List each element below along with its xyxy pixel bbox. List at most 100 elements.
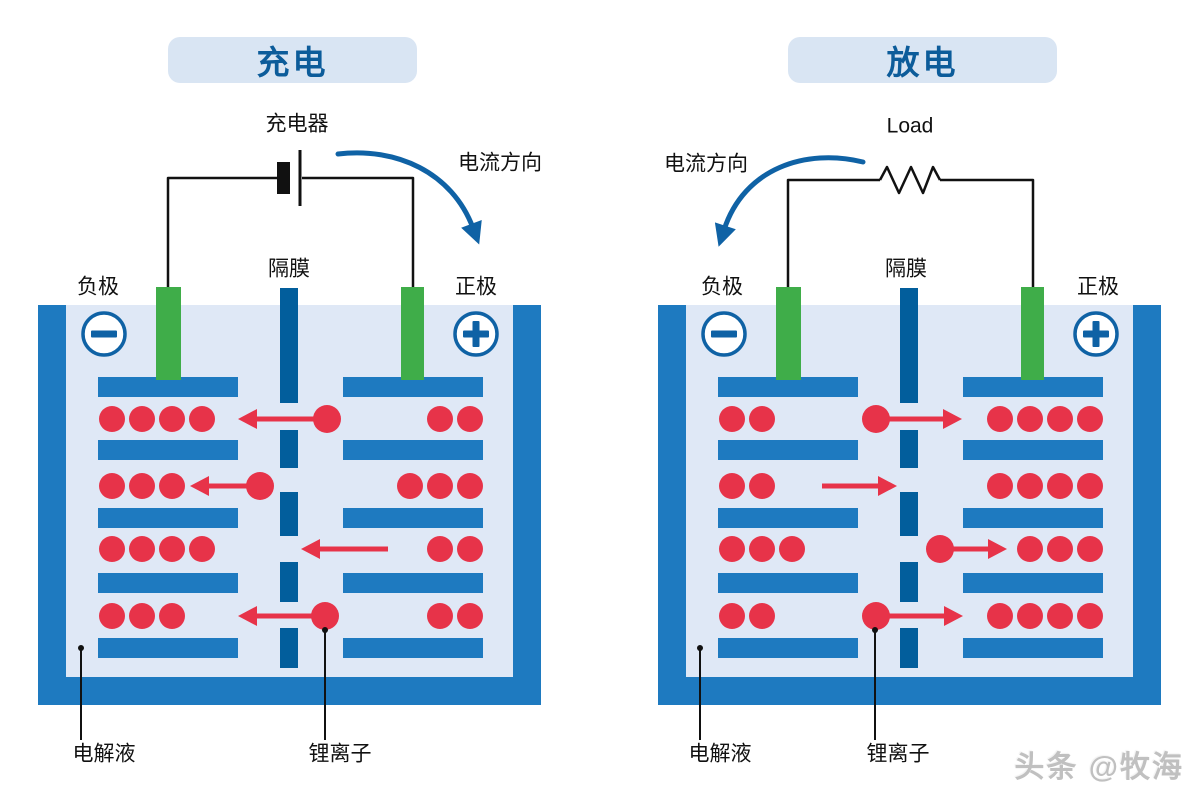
container-wall-left (658, 305, 686, 705)
positive-electrode-bar (963, 440, 1103, 460)
container-wall-bottom (658, 677, 1161, 705)
lithium-ion-label-charge: 锂离子 (308, 742, 372, 766)
lithium-ion (427, 603, 453, 629)
leader-dot (872, 627, 878, 633)
positive-terminal (1021, 287, 1044, 380)
positive-electrode-bar (963, 638, 1103, 658)
ion-arrow-head (301, 539, 320, 559)
negative-electrode-bar (98, 573, 238, 593)
lithium-ion (189, 406, 215, 432)
positive-electrode-label-charge: 正极 (455, 275, 497, 299)
lithium-ion (1047, 603, 1073, 629)
charger-label: 充电器 (265, 112, 329, 136)
separator-segment (280, 288, 298, 403)
lithium-ion (749, 536, 775, 562)
lithium-ion (129, 406, 155, 432)
ion-arrow-head (238, 606, 257, 626)
lithium-ion (457, 603, 483, 629)
separator-segment (900, 628, 918, 668)
leader-dot (697, 645, 703, 651)
separator-segment (280, 492, 298, 536)
ion-arrow-head (878, 476, 897, 496)
lithium-ion (749, 603, 775, 629)
ion-arrow-head (238, 409, 257, 429)
positive-electrode-label-discharge: 正极 (1077, 275, 1119, 299)
lithium-ion (1017, 536, 1043, 562)
separator-segment (280, 628, 298, 668)
negative-electrode-bar (98, 377, 238, 397)
positive-electrode-bar (963, 508, 1103, 528)
battery-plate-thick (277, 162, 290, 194)
lithium-ion (987, 603, 1013, 629)
lithium-ion (1077, 406, 1103, 432)
lithium-ion (99, 536, 125, 562)
lithium-ion (427, 406, 453, 432)
ion-arrow-head (190, 476, 209, 496)
lithium-ion (99, 603, 125, 629)
lithium-ion (749, 406, 775, 432)
lithium-ion (159, 406, 185, 432)
leader-dot (322, 627, 328, 633)
separator-segment (900, 562, 918, 602)
container-wall-right (1133, 305, 1161, 705)
positive-electrode-bar (343, 508, 483, 528)
negative-electrode-bar (718, 377, 858, 397)
negative-electrode-bar (718, 508, 858, 528)
separator-segment (900, 430, 918, 468)
discharge-title: 放电 (886, 44, 959, 81)
circuit-wire (878, 165, 942, 195)
lithium-ion (719, 603, 745, 629)
negative-electrode-bar (718, 573, 858, 593)
lithium-ion (987, 406, 1013, 432)
sign-bar-vertical (472, 321, 480, 347)
discharge-panel (658, 155, 1161, 740)
positive-electrode-bar (343, 377, 483, 397)
container-wall-right (513, 305, 541, 705)
lithium-ion (457, 536, 483, 562)
current-direction-arrow (714, 155, 866, 247)
separator-segment (280, 430, 298, 468)
negative-electrode-bar (98, 440, 238, 460)
lithium-ion (129, 536, 155, 562)
lithium-ion (749, 473, 775, 499)
lithium-ion (719, 473, 745, 499)
lithium-ion (1017, 406, 1043, 432)
negative-electrode-label-discharge: 负极 (701, 275, 743, 299)
lithium-ion-label-discharge: 锂离子 (866, 742, 930, 766)
lithium-ion (457, 473, 483, 499)
leader-dot (78, 645, 84, 651)
lithium-ion (1047, 406, 1073, 432)
lithium-ion (1047, 473, 1073, 499)
charge-title: 充电 (256, 44, 329, 81)
electrolyte-label-charge: 电解液 (72, 742, 136, 766)
current-direction-label-charge: 电流方向 (458, 151, 542, 175)
sign-bar-horizontal (91, 330, 117, 338)
current-direction-arrow (335, 150, 482, 245)
sign-bar-vertical (1092, 321, 1100, 347)
positive-electrode-bar (343, 573, 483, 593)
separator-segment (280, 562, 298, 602)
lithium-ion (99, 406, 125, 432)
ion-arrow-head (943, 409, 962, 429)
lithium-ion (189, 536, 215, 562)
circuit-wire (786, 178, 880, 290)
lithium-ion (427, 473, 453, 499)
negative-electrode-label-charge: 负极 (77, 275, 119, 299)
circuit-wire (166, 176, 277, 290)
lithium-ion (1017, 603, 1043, 629)
charge-title-badge: 充电 (168, 37, 417, 83)
sign-bar-horizontal (711, 330, 737, 338)
container-wall-left (38, 305, 66, 705)
current-direction-label-discharge: 电流方向 (664, 152, 748, 176)
separator-label-discharge: 隔膜 (885, 257, 927, 281)
container-wall-bottom (38, 677, 541, 705)
lithium-ion (129, 473, 155, 499)
positive-electrode-bar (343, 440, 483, 460)
lithium-ion (159, 536, 185, 562)
lithium-ion (427, 536, 453, 562)
separator-label-charge: 隔膜 (268, 257, 310, 281)
lithium-ion (129, 603, 155, 629)
ion-arrow-head (988, 539, 1007, 559)
negative-electrode-bar (718, 440, 858, 460)
